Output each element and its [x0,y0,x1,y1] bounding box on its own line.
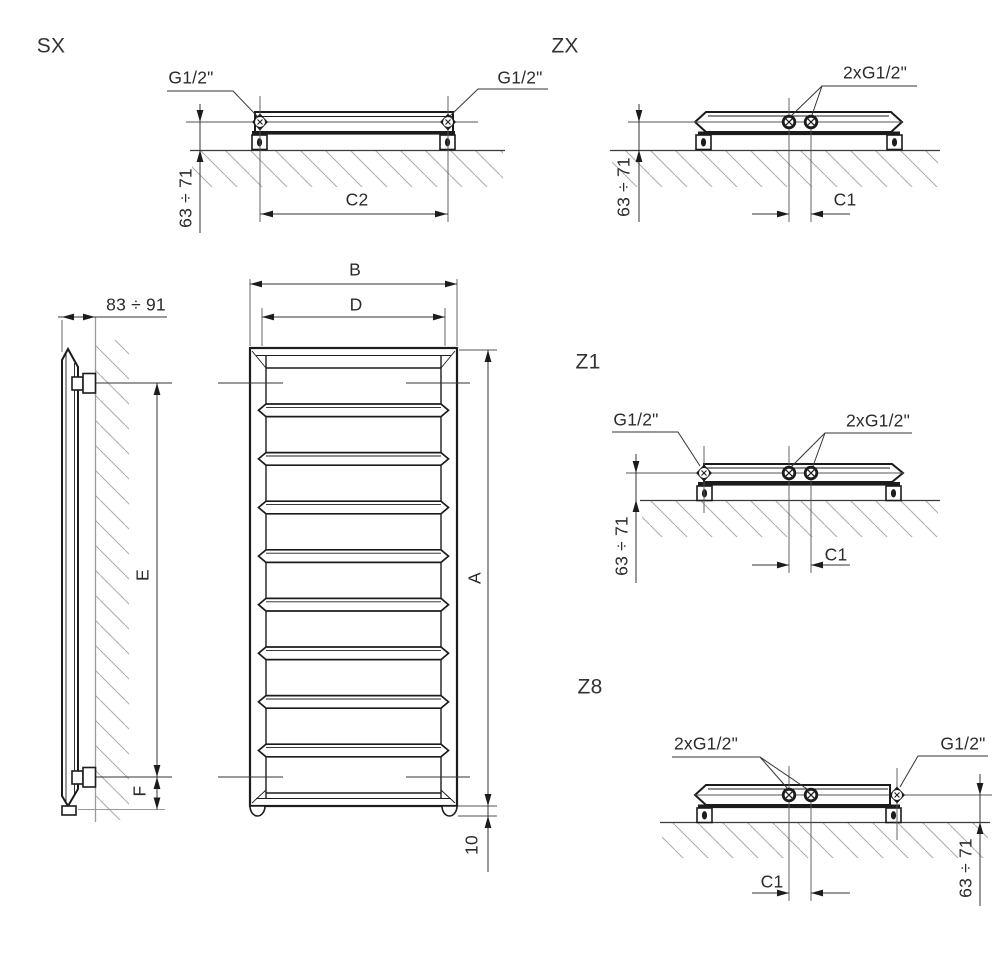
front-b-label: B [349,259,361,280]
z1-leader-center-2 [812,432,826,467]
z8-leader-right [899,755,988,788]
z1-mounting-rail [698,482,900,486]
side-f-dimension [153,777,161,810]
side-bracket-bottom [71,770,84,785]
sx-wall-distance-dimension [196,104,204,233]
z8-mounting-foot-left [696,807,713,824]
sx-wall-distance-label: 63 ÷ 71 [175,168,196,228]
z1-view-label: Z1 [575,350,601,374]
z1-leader-left [612,431,701,467]
z1-connection-label-left: G1/2" [613,409,659,430]
side-depth-dimension [58,313,167,352]
z8-wall-distance-dimension [976,774,984,906]
side-wall-hatch [95,340,129,820]
z8-top-view [660,755,992,906]
z1-mounting-foot-left [696,485,713,502]
zx-top-view [610,85,940,222]
sx-leader-left [167,90,258,117]
z1-c1-dimension [752,561,850,569]
z8-mounting-foot-right [885,807,902,824]
front-a-dimension [484,350,492,806]
side-f-label: F [129,785,150,797]
front-view [218,279,497,872]
z1-mounting-foot-right [885,485,902,502]
sx-spacing-label: C2 [345,189,369,210]
sx-c2-dimension [260,210,448,218]
side-bottom-plug [61,805,77,816]
side-radiator-profile [61,346,79,808]
z8-connection-label-center: 2xG1/2" [673,733,739,754]
sx-mounting-foot-left [251,134,268,151]
zx-connection-port-1 [781,114,797,130]
z8-wall-distance-label: 63 ÷ 71 [955,838,976,898]
front-radiator-frame [248,346,459,808]
side-e-dimension [153,383,161,777]
zx-mounting-foot-left [695,134,712,151]
sx-view-label: SX [36,34,66,58]
front-bracket-marks [218,382,470,778]
z1-top-view [612,431,940,583]
zx-mounting-rail [698,131,900,136]
zx-spacing-label: C1 [833,189,857,210]
z1-wall-distance-label: 63 ÷ 71 [611,516,632,576]
sx-top-view [167,88,548,233]
z1-leader-center-1 [790,432,912,468]
z1-wall-hatch [642,501,938,537]
z1-connection-port-2 [803,465,819,481]
front-a-label: A [464,572,485,584]
zx-view-label: ZX [551,34,579,58]
z8-c1-dimension [752,889,850,897]
front-b-dimension [250,280,457,288]
zx-wall-hatch [612,151,938,187]
z1-connection-label-center: 2xG1/2" [845,410,911,431]
zx-connection-label-center: 2xG1/2" [842,62,908,83]
side-view [58,313,172,822]
zx-leader-2 [811,85,823,116]
front-bottom-connector-left [249,805,266,817]
z1-spacing-label: C1 [824,544,848,565]
z1-connection-port-1 [781,465,797,481]
z8-connection-label-right: G1/2" [940,733,986,754]
z8-mounting-rail [698,804,900,809]
z8-spacing-label: C1 [760,871,784,892]
sx-mounting-foot-right [439,134,456,151]
z8-view-label: Z8 [577,675,603,699]
side-bracket-top [71,376,84,391]
side-e-label: E [132,569,153,581]
zx-mounting-foot-right [886,134,903,151]
sx-connection-label-left: G1/2" [168,67,214,88]
front-10-label: 10 [461,835,482,855]
sx-mounting-rail [252,131,455,135]
sx-wall-hatch [192,151,503,187]
sx-leader-right [449,88,548,117]
z8-connection-port-2 [803,787,819,803]
front-d-dimension [262,313,445,321]
z8-connection-port-right [888,785,906,805]
side-depth-label: 83 ÷ 91 [106,294,166,315]
front-d-label: D [349,294,363,315]
z8-wall-hatch [662,823,988,858]
front-bottom-connector-right [441,805,458,817]
zx-connection-port-2 [803,114,819,130]
sx-connection-label-right: G1/2" [497,67,543,88]
front-10-dimension [484,806,492,872]
z1-wall-distance-dimension [632,454,640,583]
z8-leader-center-2 [759,756,811,792]
zx-wall-distance-dimension [635,104,643,222]
zx-c1-dimension [752,210,850,218]
z8-connection-port-1 [781,787,797,803]
zx-wall-distance-label: 63 ÷ 71 [613,157,634,217]
